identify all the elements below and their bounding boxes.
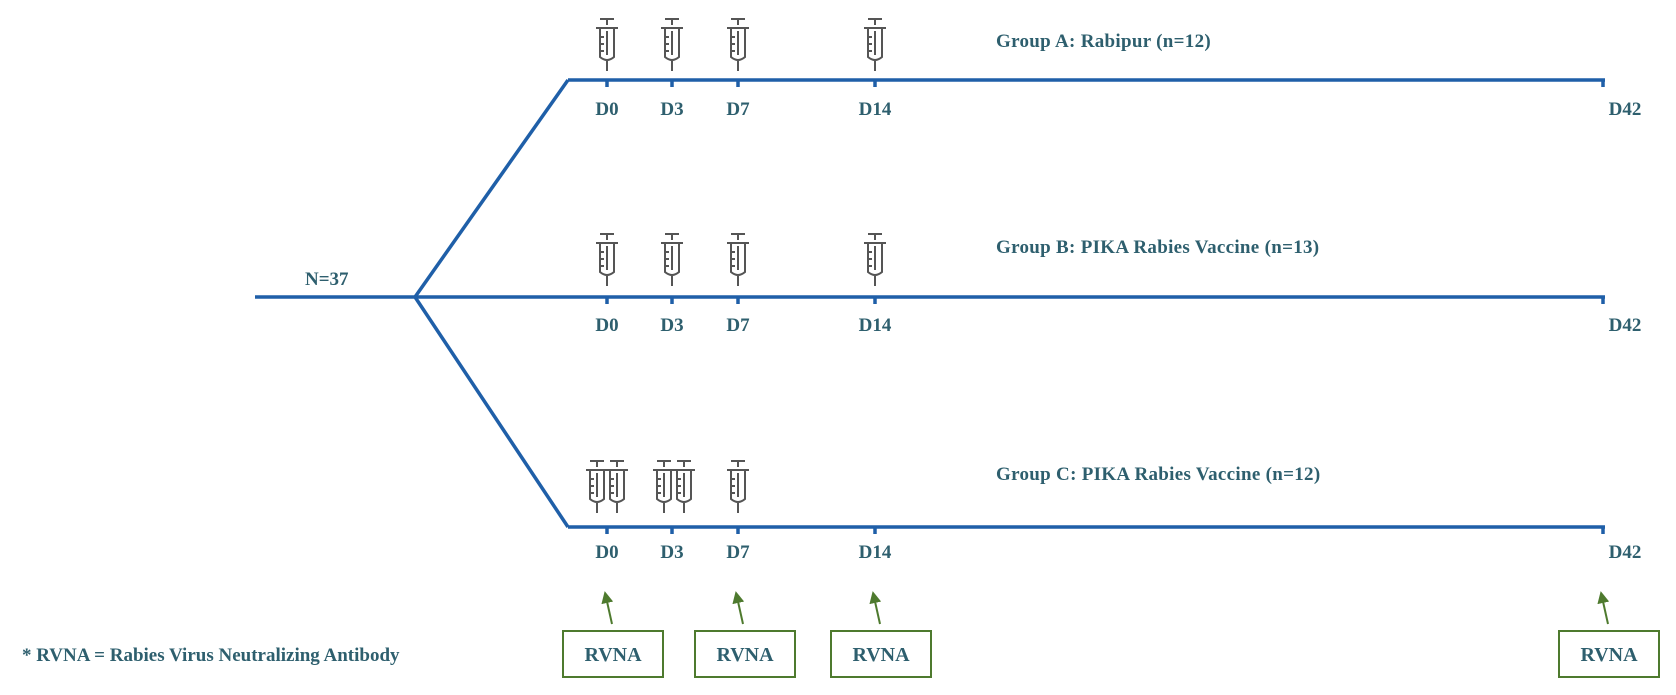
day-label: D3 [660,542,683,563]
rvna-label: RVNA [584,644,642,666]
group-a-timeline [568,78,1605,87]
day-label: D0 [595,315,618,336]
group-b-timeline [415,295,1605,304]
arrow-up-icon [1597,591,1610,625]
syringe-icon [585,460,609,514]
syringe-icon [726,233,750,287]
syringe-icon [595,18,619,72]
total-n-label: N=37 [305,269,349,290]
syringe-icon [726,460,750,514]
syringe-icon [660,233,684,287]
day-label: D7 [726,542,750,563]
rvna-box [694,630,796,678]
day-label: D3 [660,99,683,120]
syringe-icon [652,460,676,514]
syringe-icon [660,18,684,72]
group-c-timeline [568,525,1605,534]
syringe-icon [726,18,750,72]
day-label: D14 [859,315,892,336]
day-label: D42 [1609,315,1642,336]
arrow-up-icon [601,591,614,625]
rvna-label: RVNA [852,644,910,666]
day-label: D14 [859,99,892,120]
day-label: D42 [1609,542,1642,563]
syringe-icon [672,460,696,514]
day-label: D0 [595,99,618,120]
day-label: D0 [595,542,618,563]
syringe-icon [595,233,619,287]
day-label: D7 [726,315,750,336]
day-label: D7 [726,99,750,120]
syringe-icon [863,18,887,72]
day-label: D14 [859,542,892,563]
group-c-label: Group C: PIKA Rabies Vaccine (n=12) [996,464,1320,485]
rvna-box [830,630,932,678]
arrow-up-icon [732,591,745,625]
day-label: D3 [660,315,683,336]
group-b-label: Group B: PIKA Rabies Vaccine (n=13) [996,237,1319,258]
rvna-box [562,630,664,678]
rvna-label: RVNA [716,644,774,666]
group-a-label: Group A: Rabipur (n=12) [996,31,1211,52]
branch-c [413,296,570,528]
day-label: D42 [1609,99,1642,120]
branch-a [413,78,570,299]
rvna-box [1558,630,1660,678]
syringe-icon [863,233,887,287]
rvna-label: RVNA [1580,644,1638,666]
arrow-up-icon [869,591,882,625]
syringe-icon [605,460,629,514]
footnote: * RVNA = Rabies Virus Neutralizing Antib… [22,645,400,666]
